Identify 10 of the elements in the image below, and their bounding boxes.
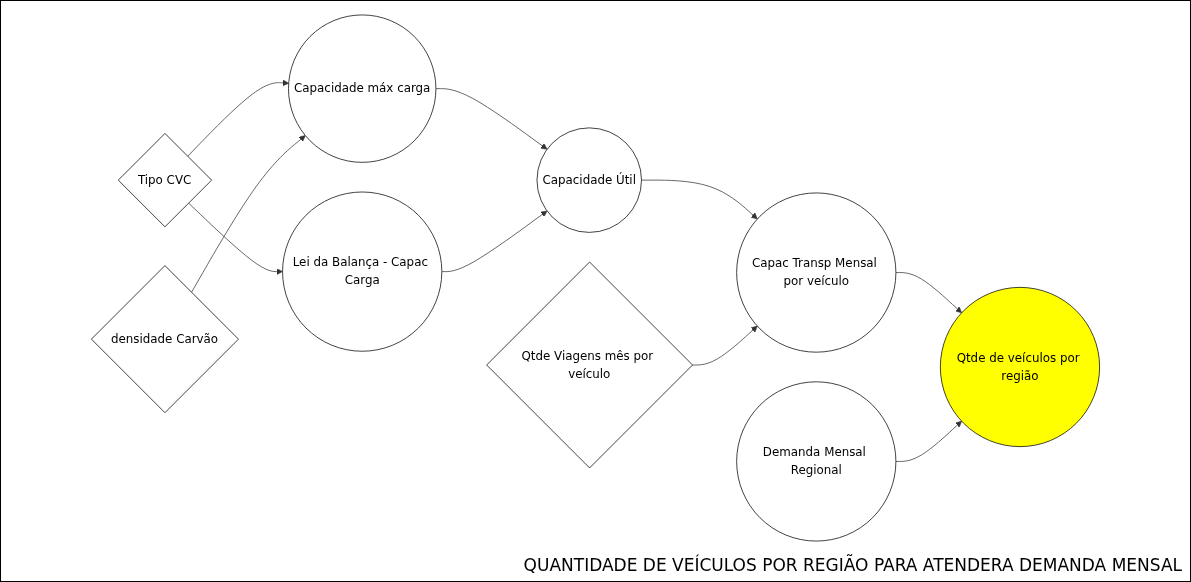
diagram-title: QUANTIDADE DE VEÍCULOS POR REGIÃO PARA ATENDERA DEMANDA MENSAL — [523, 555, 1182, 575]
node-circle: Lei da Balança - Capac Carga — [282, 191, 443, 352]
node-diamond: Qtde Viagens mês por veículo — [486, 261, 693, 469]
node-circle: Qtde de veículos por região — [940, 287, 1100, 447]
node-diamond: densidade Carvão — [91, 265, 239, 414]
node-circle: Capacidade máx carga — [288, 14, 437, 163]
node-circle: Demanda Mensal Regional — [736, 381, 897, 542]
node-diamond: Tipo CVC — [117, 133, 212, 228]
node-circle: Capacidade Útil — [536, 127, 642, 233]
node-circle: Capac Transp Mensal por veículo — [736, 192, 897, 353]
